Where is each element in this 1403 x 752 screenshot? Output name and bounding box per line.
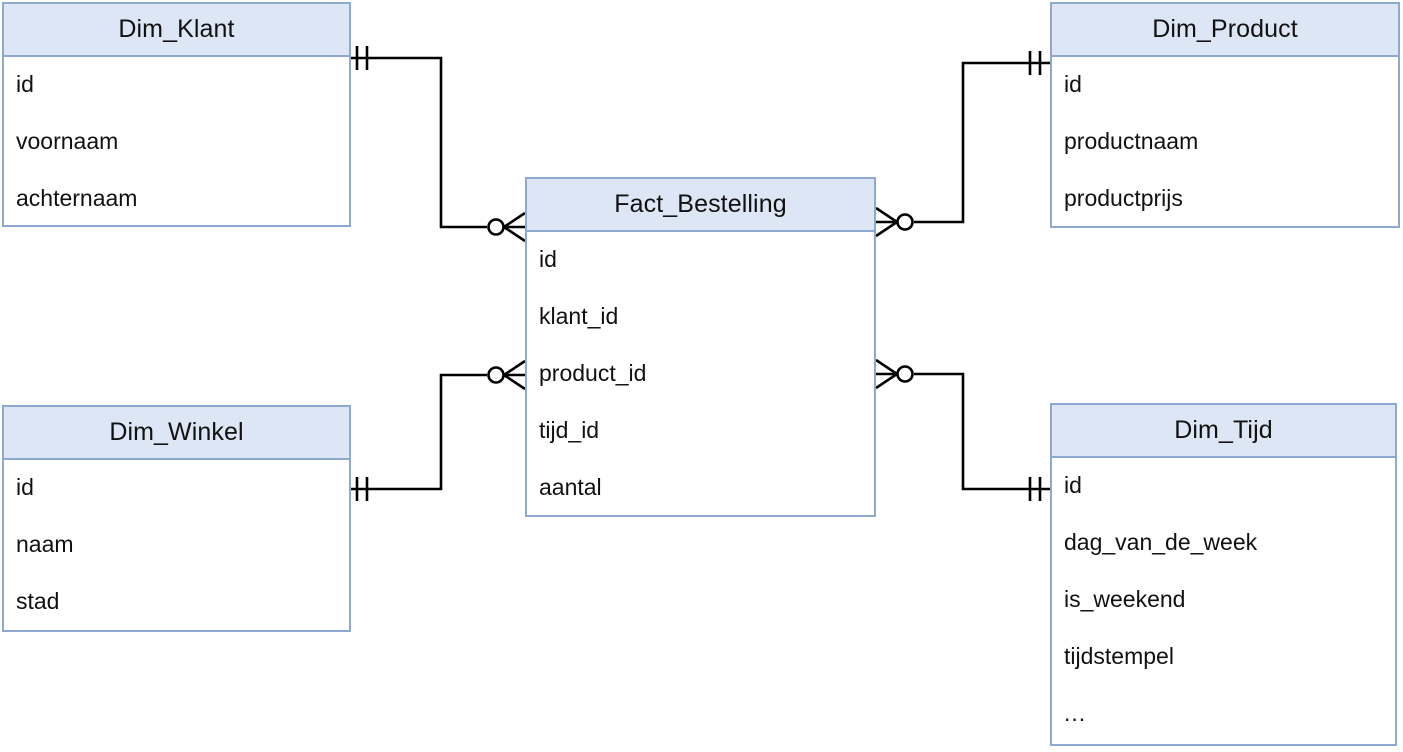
field-label: stad — [16, 588, 60, 614]
field-row: id — [16, 72, 349, 129]
entity-header-dim-klant: Dim_Klant — [4, 4, 349, 57]
field-row: id — [539, 247, 874, 304]
entity-fields-dim-product: id productnaam productprijs — [1052, 57, 1398, 243]
field-row: ... — [1064, 701, 1395, 752]
entity-header-dim-winkel: Dim_Winkel — [4, 407, 349, 460]
field-label: productprijs — [1064, 185, 1183, 211]
entity-dim-tijd[interactable]: Dim_Tijd id dag_van_de_week is_weekend t… — [1050, 403, 1397, 746]
entity-fields-dim-tijd: id dag_van_de_week is_weekend tijdstempe… — [1052, 458, 1395, 752]
entity-dim-klant[interactable]: Dim_Klant id voornaam achternaam — [2, 2, 351, 227]
field-row: is_weekend — [1064, 587, 1395, 644]
field-row: productnaam — [1064, 129, 1398, 186]
entity-fields-dim-klant: id voornaam achternaam — [4, 57, 349, 243]
field-label: id — [16, 474, 34, 500]
field-row: aantal — [539, 475, 874, 532]
entity-fields-fact-bestelling: id klant_id product_id tijd_id aantal — [527, 232, 874, 532]
field-row: tijdstempel — [1064, 644, 1395, 701]
field-row: id — [1064, 473, 1395, 530]
field-row: achternaam — [16, 186, 349, 243]
field-label: tijd_id — [539, 417, 600, 443]
field-label: tijdstempel — [1064, 643, 1174, 669]
field-row: tijd_id — [539, 418, 874, 475]
field-label: id — [16, 71, 34, 97]
field-row: dag_van_de_week — [1064, 530, 1395, 587]
field-label: productnaam — [1064, 128, 1199, 154]
field-row: id — [1064, 72, 1398, 129]
entity-fact-bestelling[interactable]: Fact_Bestelling id klant_id product_id t… — [525, 177, 876, 517]
entity-title: Dim_Klant — [118, 15, 235, 43]
field-row: voornaam — [16, 129, 349, 186]
field-row: klant_id — [539, 304, 874, 361]
field-label: ... — [1064, 700, 1087, 726]
entity-title: Dim_Product — [1152, 15, 1298, 43]
field-label: id — [539, 246, 557, 272]
entity-dim-winkel[interactable]: Dim_Winkel id naam stad — [2, 405, 351, 632]
entity-title: Dim_Winkel — [109, 418, 244, 446]
field-label: is_weekend — [1064, 586, 1186, 612]
connector-winkel-bestelling — [351, 359, 526, 501]
field-label: product_id — [539, 360, 647, 386]
field-row: product_id — [539, 361, 874, 418]
field-row: stad — [16, 589, 349, 646]
connector-klant-bestelling — [351, 46, 526, 243]
field-label: klant_id — [539, 303, 619, 329]
field-label: id — [1064, 472, 1082, 498]
connector-product-bestelling — [875, 51, 1050, 238]
entity-title: Fact_Bestelling — [614, 190, 787, 218]
field-label: naam — [16, 531, 74, 557]
field-label: achternaam — [16, 185, 138, 211]
entity-title: Dim_Tijd — [1174, 416, 1273, 444]
entity-header-dim-tijd: Dim_Tijd — [1052, 405, 1395, 458]
entity-header-fact-bestelling: Fact_Bestelling — [527, 179, 874, 232]
field-row: id — [16, 475, 349, 532]
field-label: dag_van_de_week — [1064, 529, 1258, 555]
entity-header-dim-product: Dim_Product — [1052, 4, 1398, 57]
connector-tijd-bestelling — [875, 358, 1050, 501]
field-label: voornaam — [16, 128, 119, 154]
entity-dim-product[interactable]: Dim_Product id productnaam productprijs — [1050, 2, 1400, 228]
field-row: productprijs — [1064, 186, 1398, 243]
field-row: naam — [16, 532, 349, 589]
entity-fields-dim-winkel: id naam stad — [4, 460, 349, 646]
field-label: id — [1064, 71, 1082, 97]
field-label: aantal — [539, 474, 602, 500]
